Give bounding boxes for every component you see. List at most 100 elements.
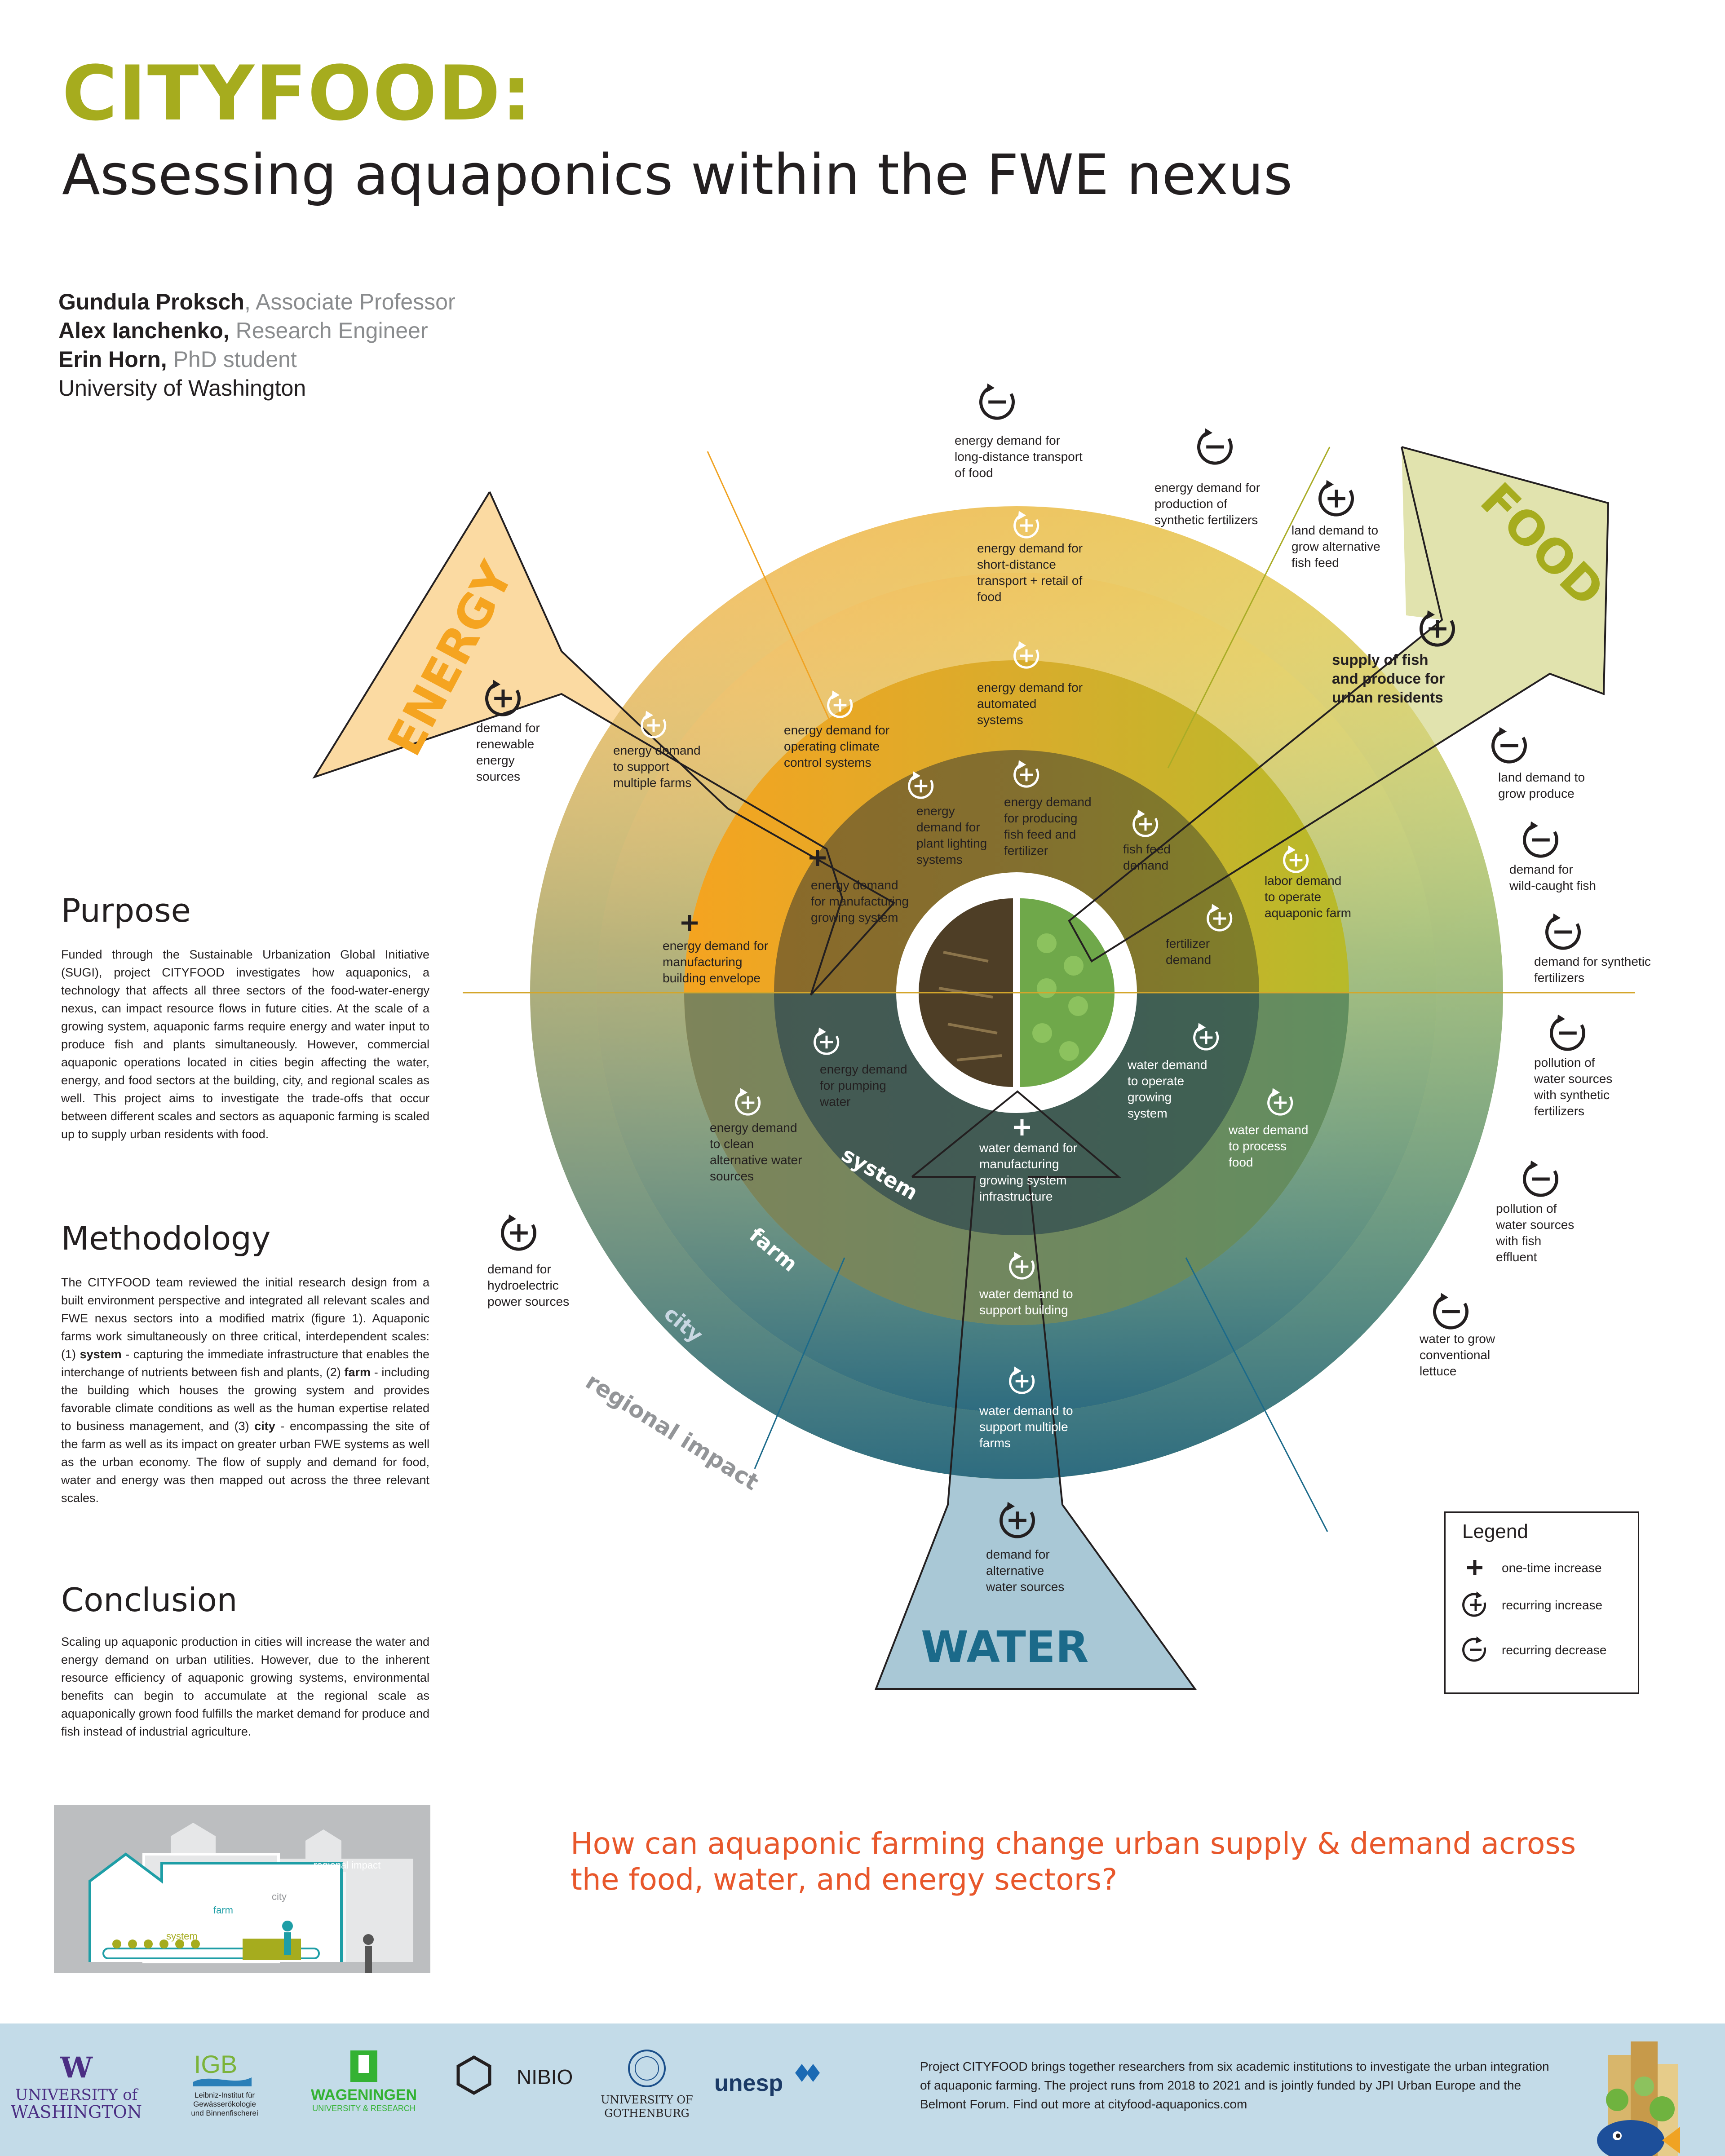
recurring-plus-icon [1009, 1252, 1035, 1280]
legend-item-recurring-decrease: recurring decrease [1462, 1636, 1606, 1662]
methodology-bold-system: system [80, 1348, 122, 1361]
author-role: , Associate Professor [244, 289, 456, 314]
legend-item-recurring-increase: recurring increase [1462, 1591, 1602, 1617]
recurring-plus-icon [827, 690, 853, 718]
wageningen-logo: WAGENINGEN UNIVERSITY & RESEARCH [311, 2050, 417, 2113]
recurring-plus-icon [485, 680, 521, 716]
plus-icon [1014, 1119, 1030, 1135]
unesp-logo: unesp [714, 2064, 820, 2096]
author-role: Research Engineer [229, 318, 428, 343]
unesp-mark-icon [795, 2064, 820, 2082]
gothenburg-logo: UNIVERSITY OF GOTHENBURG [601, 2050, 693, 2120]
unesp-text: unesp [714, 2070, 783, 2096]
scales-figure: regional impact city farm system [54, 1805, 430, 1973]
methodology-bold-farm: farm [344, 1365, 371, 1379]
fwe-nexus-diagram: ENERGY FOOD WATER system farm city regio… [312, 383, 1651, 1690]
author-name: Erin Horn, [58, 347, 167, 372]
poster-title: CITYFOOD: [62, 49, 533, 137]
gu-line1: UNIVERSITY OF [601, 2094, 693, 2106]
recurring-plus-icon [1318, 480, 1354, 517]
recurring-minus-icon [1550, 1014, 1585, 1051]
recurring-plus-icon [1013, 511, 1039, 539]
recurring-minus-icon [1491, 727, 1527, 764]
recurring-plus-icon [1013, 641, 1039, 669]
purpose-text: Funded through the Sustainable Urbanizat… [61, 948, 429, 1141]
uw-logo: W UNIVERSITY of WASHINGTON [11, 2051, 142, 2122]
fig-label-system: system [166, 1931, 198, 1942]
igb-line2: Gewässerökologie [193, 2100, 256, 2108]
gu-line2: GOTHENBURG [604, 2107, 689, 2120]
methodology-bold-city: city [254, 1419, 275, 1433]
legend-items: one-time increase recurring increase rec… [1462, 1560, 1606, 1662]
recurring-plus-icon [735, 1088, 761, 1116]
recurring-minus-icon [1433, 1293, 1468, 1330]
footer-band [0, 2023, 1725, 2156]
author-name: Alex Ianchenko, [58, 318, 230, 343]
nibio-text: NIBIO [517, 2065, 573, 2089]
water-arrow-outline [875, 1090, 1197, 1690]
methodology-text-d: - encompassing the site of the farm as w… [61, 1419, 429, 1505]
recurring-plus-icon [814, 1027, 840, 1055]
conclusion-heading: Conclusion [61, 1581, 238, 1619]
author-2: Alex Ianchenko, Research Engineer [58, 316, 428, 345]
recurring-plus-icon [1267, 1088, 1293, 1116]
conclusion-text: Scaling up aquaponic production in citie… [61, 1635, 429, 1738]
methodology-text-a: The CITYFOOD team reviewed the initial r… [61, 1276, 429, 1361]
recurring-minus-icon [1523, 821, 1558, 858]
recurring-plus-icon [1132, 809, 1159, 837]
legend-title: Legend [1462, 1520, 1528, 1542]
author-name: Gundula Proksch [58, 289, 244, 314]
plus-icon [1467, 1560, 1482, 1575]
plus-icon [681, 915, 698, 931]
recurring-minus-icon [1197, 428, 1233, 465]
fig-label-city: city [272, 1891, 287, 1902]
affiliation: University of Washington [58, 376, 306, 401]
legend-label: recurring increase [1502, 1598, 1602, 1612]
cityfood-mascot-icon [1597, 2041, 1680, 2156]
purpose-heading: Purpose [61, 892, 191, 929]
poster-subtitle: Assessing aquaponics within the FWE nexu… [62, 143, 1293, 208]
recurring-plus-icon [1009, 1366, 1035, 1394]
nibio-mark-icon [456, 2055, 491, 2095]
energy-arrow [314, 492, 894, 995]
recurring-plus-icon [1013, 760, 1039, 788]
